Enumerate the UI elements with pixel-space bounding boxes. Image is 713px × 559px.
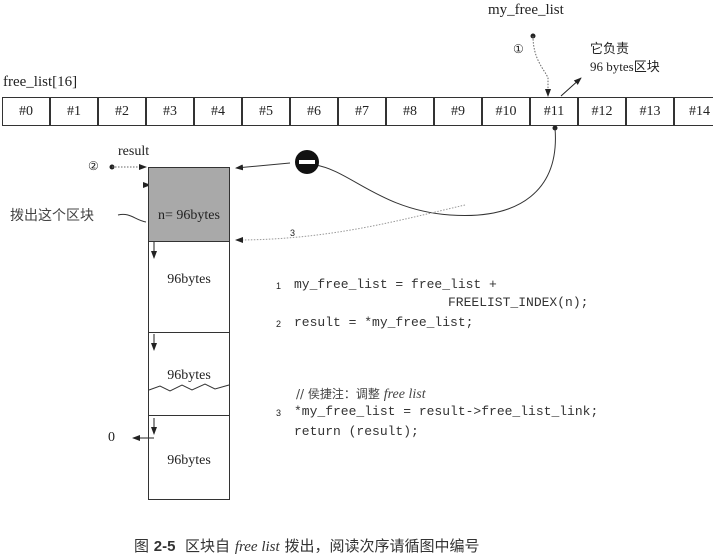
free-block: 96bytes xyxy=(148,332,230,416)
array-cell: #3 xyxy=(146,97,194,126)
array-cell: #8 xyxy=(386,97,434,126)
array-cell: #6 xyxy=(290,97,338,126)
array-cell: #4 xyxy=(194,97,242,126)
array-cell: #7 xyxy=(338,97,386,126)
caption-number: 2-5 xyxy=(153,538,176,555)
responsible-size-label: 96 bytes区块 xyxy=(590,59,660,74)
step2-marker: ② xyxy=(88,159,99,173)
array-cell: #12 xyxy=(578,97,626,126)
code-line: FREELIST_INDEX(n); xyxy=(448,295,589,310)
array-cell: #10 xyxy=(482,97,530,126)
step3-marker: 3 xyxy=(290,228,296,238)
code-line: result = *my_free_list; xyxy=(294,315,474,330)
my-free-list-label: my_free_list xyxy=(488,2,564,18)
caption-text: 拨出，阅读次序请循图中编号 xyxy=(284,537,480,555)
array-cell: #0 xyxy=(2,97,50,126)
comment-text: // 侯捷注：调整 xyxy=(296,387,380,401)
responsible-pointer xyxy=(560,77,582,97)
free-block: 96bytes xyxy=(148,241,230,333)
caption-italic: free list xyxy=(234,539,280,555)
result-label: result xyxy=(118,144,150,159)
null-label: 0 xyxy=(108,430,115,445)
responsible-label: 它负责 xyxy=(590,41,630,56)
line-number: 1 xyxy=(276,281,282,291)
step3-arrow xyxy=(235,204,466,243)
code-line: *my_free_list = result->free_list_link; xyxy=(294,404,599,419)
array-cell: #2 xyxy=(98,97,146,126)
caption-text: 区块自 xyxy=(185,537,231,555)
array-cell: #1 xyxy=(50,97,98,126)
step1-marker: ① xyxy=(513,42,524,56)
step1-arrow xyxy=(532,35,551,97)
free-list-label: free_list[16] xyxy=(3,74,78,90)
extract-label: 拨出这个区块 xyxy=(10,208,94,224)
comment-italic: free list xyxy=(383,387,426,402)
array-cell: #9 xyxy=(434,97,482,126)
code-line: return (result); xyxy=(294,424,419,439)
code-line: my_free_list = free_list + xyxy=(294,277,497,292)
caption-prefix: 图 xyxy=(134,537,150,555)
line-number: 3 xyxy=(276,408,282,418)
figure-caption: 图 2-5 区块自 free list 拨出，阅读次序请循图中编号 xyxy=(134,535,479,556)
line-number: 2 xyxy=(276,319,282,329)
torn-edge xyxy=(148,383,230,392)
extracted-block: n= 96bytes xyxy=(148,167,230,242)
code-comment: // 侯捷注：调整 free list xyxy=(296,385,426,403)
array-cell: #11 xyxy=(530,97,578,126)
array-cell: #14 xyxy=(674,97,713,126)
free-block: 96bytes xyxy=(148,415,230,500)
array-cell: #13 xyxy=(626,97,674,126)
array-cell: #5 xyxy=(242,97,290,126)
link-curve xyxy=(314,127,556,217)
